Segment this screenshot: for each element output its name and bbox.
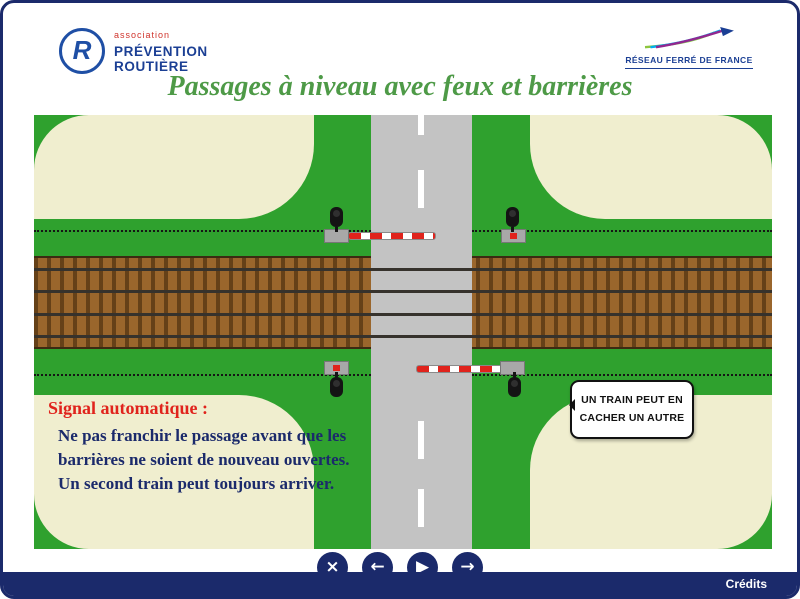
- pr-name-line1: PRÉVENTION: [114, 44, 208, 59]
- caption-line2: barrières ne soient de nouveau ouvertes.: [58, 450, 350, 469]
- pr-logo-text: association PRÉVENTION ROUTIÈRE: [114, 27, 208, 74]
- crossing-signal-light: [506, 207, 519, 232]
- red-lamp: [333, 365, 340, 371]
- crossing-barrier-top: [348, 232, 436, 240]
- pr-association-label: association: [114, 30, 171, 40]
- reseau-ferre-logo: RÉSEAU FERRÉ DE FRANCE: [625, 27, 753, 69]
- caption-line1: Ne pas franchir le passage avant que les: [58, 426, 347, 445]
- level-crossing-scene: UN TRAIN PEUT EN CACHER UN AUTRE Signal …: [34, 115, 772, 549]
- boundary-dotted-line: [34, 374, 371, 376]
- caption-body: Ne pas franchir le passage avant que les…: [48, 424, 350, 496]
- page-title: Passages à niveau avec feux et barrières: [167, 71, 633, 102]
- terrain-top-right: [530, 115, 772, 219]
- rail-line: [34, 313, 772, 316]
- warning-sign-line1: UN TRAIN PEUT EN: [581, 394, 683, 406]
- boundary-dotted-line: [472, 230, 772, 232]
- crossing-signal-light: [330, 372, 343, 397]
- crossing-signal-light: [330, 207, 343, 232]
- road-center-dash: [418, 170, 424, 208]
- crossing-barrier-bottom: [416, 365, 504, 373]
- footer-bar: Crédits: [3, 572, 797, 596]
- prevention-routiere-logo: R association PRÉVENTION ROUTIÈRE: [59, 27, 208, 74]
- crossing-signal-light: [508, 372, 521, 397]
- rail-line: [34, 268, 772, 271]
- credits-link[interactable]: Crédits: [725, 577, 767, 591]
- rail-line: [34, 290, 772, 293]
- pr-logo-monogram: R: [72, 35, 92, 65]
- terrain-bottom-left: [34, 395, 314, 549]
- pr-name-line2: ROUTIÈRE: [114, 59, 189, 74]
- rail-line: [34, 335, 772, 338]
- red-lamp: [510, 233, 517, 239]
- road-center-dash: [418, 115, 424, 135]
- lesson-caption: Signal automatique : Ne pas franchir le …: [48, 398, 350, 496]
- rff-name-label: RÉSEAU FERRÉ DE FRANCE: [625, 55, 753, 65]
- train-warning-sign: UN TRAIN PEUT EN CACHER UN AUTRE: [569, 380, 694, 439]
- road-center-dash: [418, 421, 424, 459]
- terrain-top-left: [34, 115, 314, 219]
- barrier-pivot-box: [500, 361, 525, 375]
- rff-underline: [625, 68, 753, 69]
- caption-line3: Un second train peut toujours arriver.: [58, 474, 335, 493]
- caption-heading: Signal automatique :: [48, 398, 209, 418]
- road-center-dash: [418, 489, 424, 527]
- warning-sign-line2: CACHER UN AUTRE: [579, 412, 685, 425]
- prevention-routiere-logo-icon: R: [59, 27, 105, 74]
- boundary-dotted-line: [472, 374, 772, 376]
- rff-swoosh-icon: [644, 27, 734, 49]
- boundary-dotted-line: [34, 230, 371, 232]
